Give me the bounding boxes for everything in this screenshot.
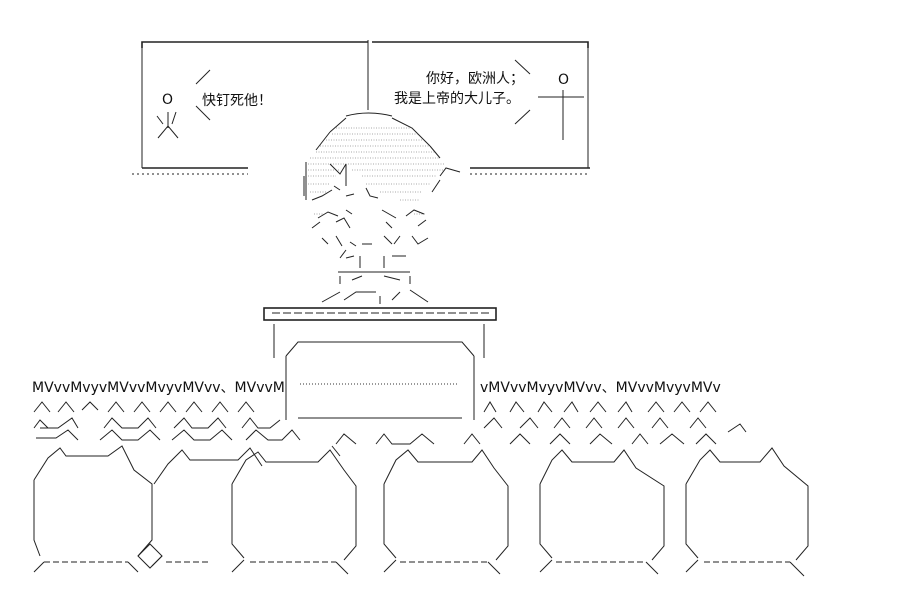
right-speech-panel [367,40,590,175]
podium [263,307,497,420]
crowd-head-1 [33,445,163,573]
crowd-head-3 [231,445,357,575]
right-speech-line-2: 我是上帝的大儿子。 [394,91,520,107]
crowd-head-5 [539,449,665,575]
left-speech-text: 快钉死他！ [202,93,272,109]
left-stick-figure: O [156,92,179,139]
crowd-row-left: MVvvMvyvMVvvMvyvMVvv、MVvvM [32,380,285,396]
crowd-head-6 [685,447,809,577]
left-speech-panel [132,40,369,175]
left-figure-head: O [162,92,173,108]
crowd-head-4 [383,449,509,575]
hair-hatching [308,127,444,215]
crowd-ears [33,401,747,445]
central-figure [303,112,461,304]
right-figure-head: O [558,72,569,88]
crowd-head-2 [151,447,263,567]
crowd-row-right: vMVvvMvyvMVvv、MVvvMvyvMVv [480,380,721,396]
right-speech-line-1: 你好，欧洲人； [426,71,524,87]
right-stick-figure: O [538,72,584,140]
crowd-heads [33,445,809,577]
